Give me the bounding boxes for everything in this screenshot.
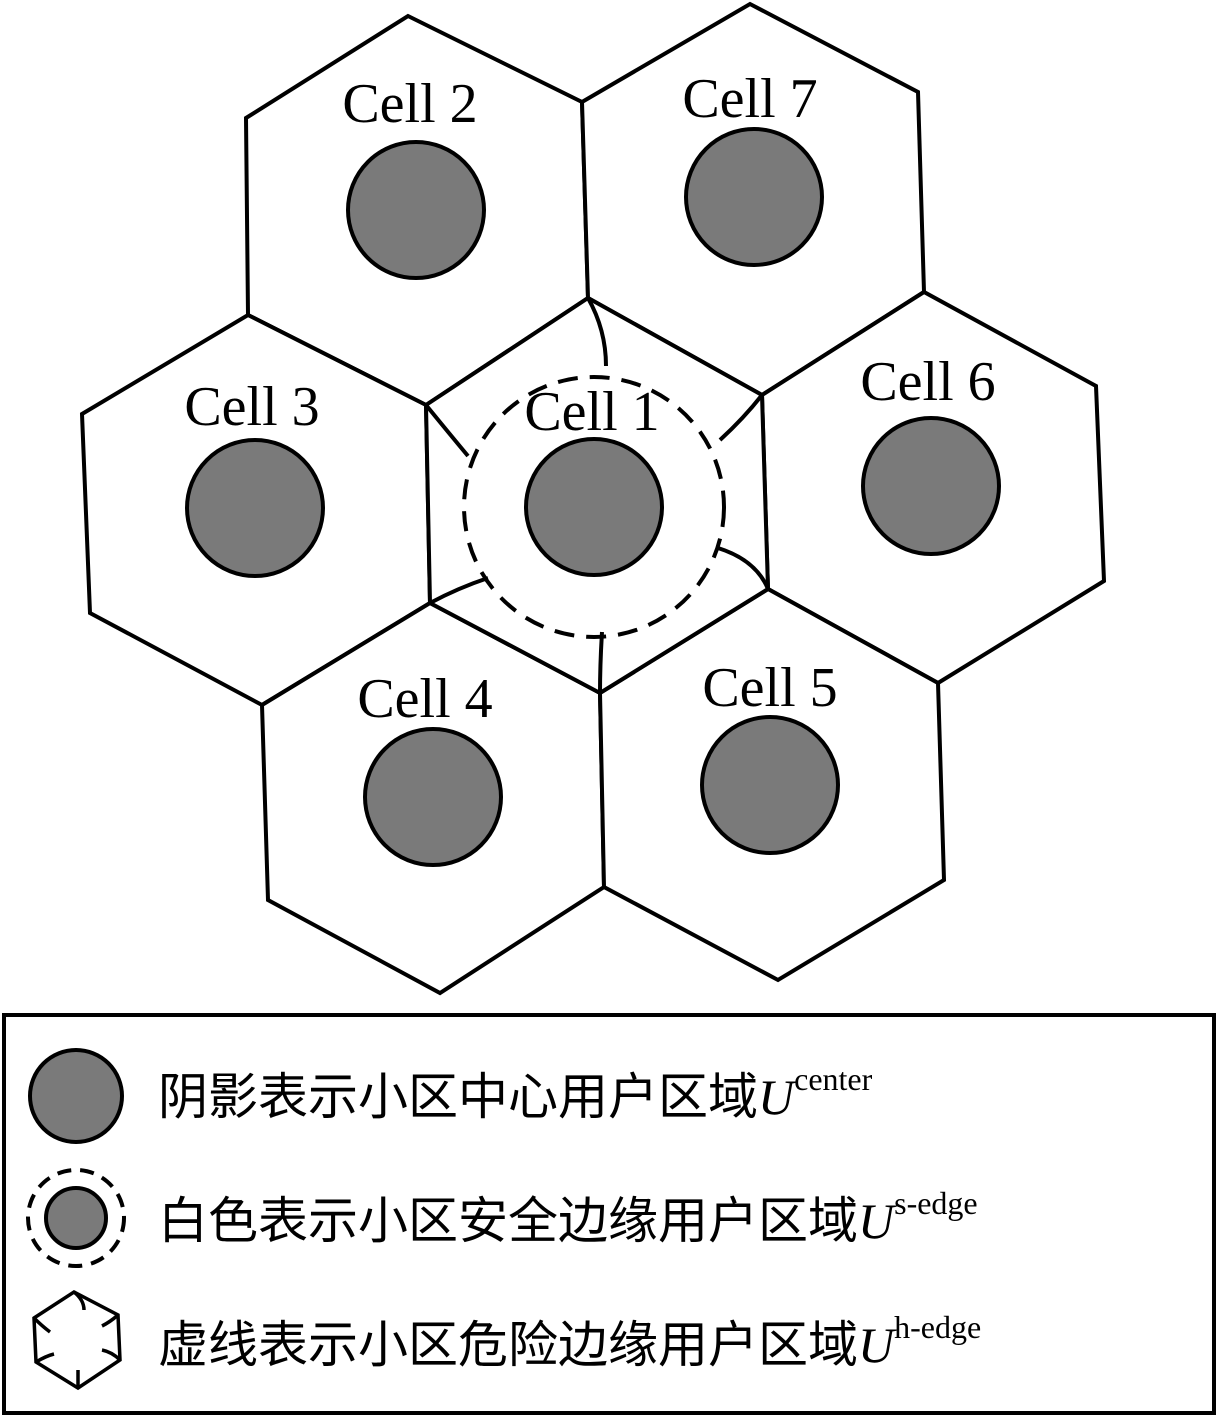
hazard-arc-lower-left: [429, 576, 489, 605]
cell-7-label: Cell 7: [682, 68, 817, 130]
cell-4-center-disc: [363, 727, 503, 867]
hazard-arc-bottom: [598, 631, 604, 694]
cell-5-label: Cell 5: [702, 657, 837, 719]
hazard-arc-lower-right: [717, 546, 770, 590]
legend-box: [2, 1013, 1216, 1415]
hexagon-arcs-icon: [32, 1289, 122, 1391]
cell-6-label: Cell 6: [860, 351, 995, 413]
cell-7-center-disc: [684, 127, 824, 267]
legend-center-text: 阴影表示小区中心用户区域Ucenter: [158, 1061, 873, 1125]
cell-2-label: Cell 2: [342, 73, 477, 135]
safe-edge-ring: [462, 375, 726, 639]
hazard-arc-top: [586, 297, 608, 367]
cell-4-label: Cell 4: [357, 668, 492, 730]
cell-3-label: Cell 3: [184, 376, 319, 438]
hazard-arc-upper-left: [424, 403, 470, 458]
cell-6-center-disc: [861, 416, 1001, 556]
cell-1-center-disc: [524, 437, 664, 577]
cell-1-label: Cell 1: [524, 381, 659, 443]
dashed-ring-disc-icon: [26, 1168, 126, 1268]
cell-5-center-disc: [700, 715, 840, 855]
legend-safe-edge-text: 白色表示小区安全边缘用户区域Us-edge: [158, 1185, 978, 1249]
legend-hazard-edge-text: 虚线表示小区危险边缘用户区域Uh-edge: [158, 1309, 981, 1373]
cell-3-center-disc: [185, 438, 325, 578]
cell-2-center-disc: [346, 140, 486, 280]
hazard-arc-upper-right: [718, 393, 764, 442]
shaded-disc-icon: [28, 1048, 124, 1144]
safe-edge-inner-disc-icon: [44, 1186, 108, 1250]
